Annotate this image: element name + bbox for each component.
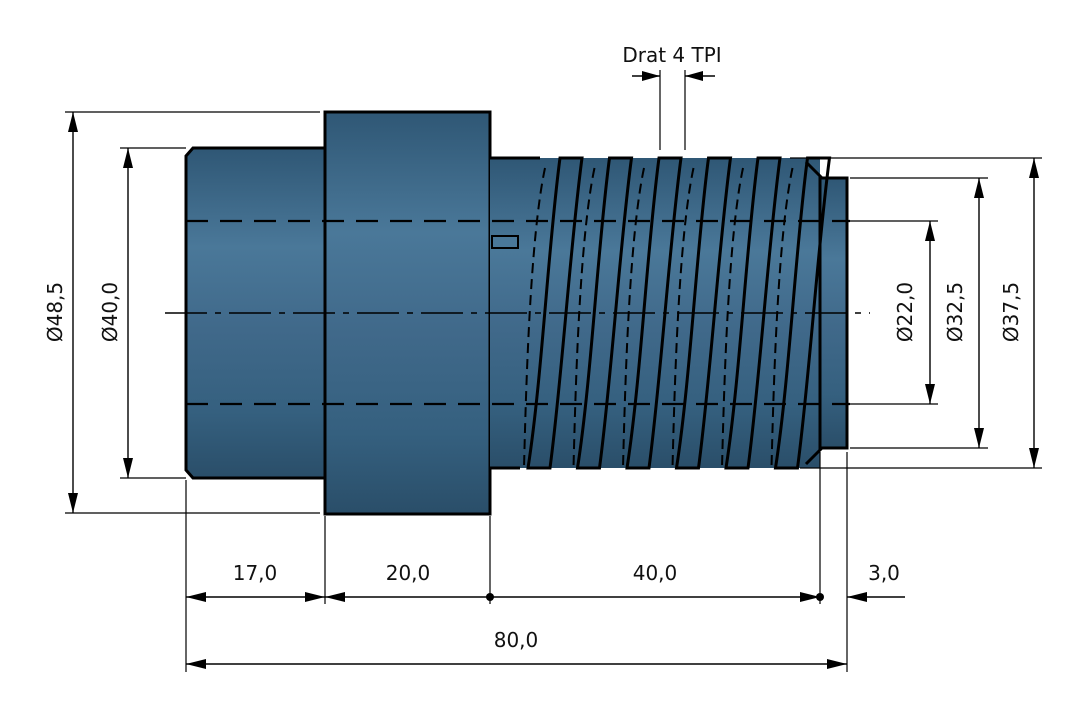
keyway (491, 235, 519, 249)
dim-diameter-40: Ø40,0 (98, 147, 186, 479)
label-length-20: 20,0 (386, 561, 431, 585)
label-length-40: 40,0 (633, 561, 678, 585)
thread-coil-front (773, 156, 832, 470)
label-length-80: 80,0 (494, 628, 539, 652)
label-diameter-40: Ø40,0 (98, 282, 122, 342)
dim-diameter-32: Ø32,5 (850, 177, 988, 449)
thread-coil-back (572, 167, 596, 469)
thread-coil-back (622, 167, 645, 469)
thread-coil-front (625, 156, 683, 470)
thread-chamfer (804, 160, 824, 466)
dim-diameter-48: Ø48,5 (43, 111, 320, 514)
thread-coils (523, 156, 832, 470)
thread-coil-back (671, 167, 695, 469)
dim-lengths: 17,0 20,0 40,0 3,0 80,0 (185, 452, 905, 672)
thread-outline-left (490, 156, 540, 470)
thread-coil-front (575, 156, 634, 470)
thread-coil-front (526, 156, 584, 470)
thread-coil-back (770, 167, 794, 469)
thread-coil-back (523, 167, 546, 469)
label-diameter-22: Ø22,0 (893, 282, 917, 342)
label-thread-note: Drat 4 TPI (622, 43, 721, 67)
dim-thread-pitch: Drat 4 TPI (622, 43, 722, 150)
dim-diameter-22: Ø22,0 (850, 220, 938, 405)
label-diameter-37: Ø37,5 (999, 282, 1023, 342)
thread-coil-back (721, 167, 744, 469)
label-diameter-32: Ø32,5 (943, 282, 967, 342)
label-diameter-48: Ø48,5 (43, 282, 67, 342)
thread-coil-front (674, 156, 733, 470)
label-length-17: 17,0 (233, 561, 278, 585)
label-length-3: 3,0 (868, 561, 900, 585)
dim-diameter-37: Ø37,5 (790, 157, 1042, 469)
thread-coil-front (724, 156, 782, 470)
